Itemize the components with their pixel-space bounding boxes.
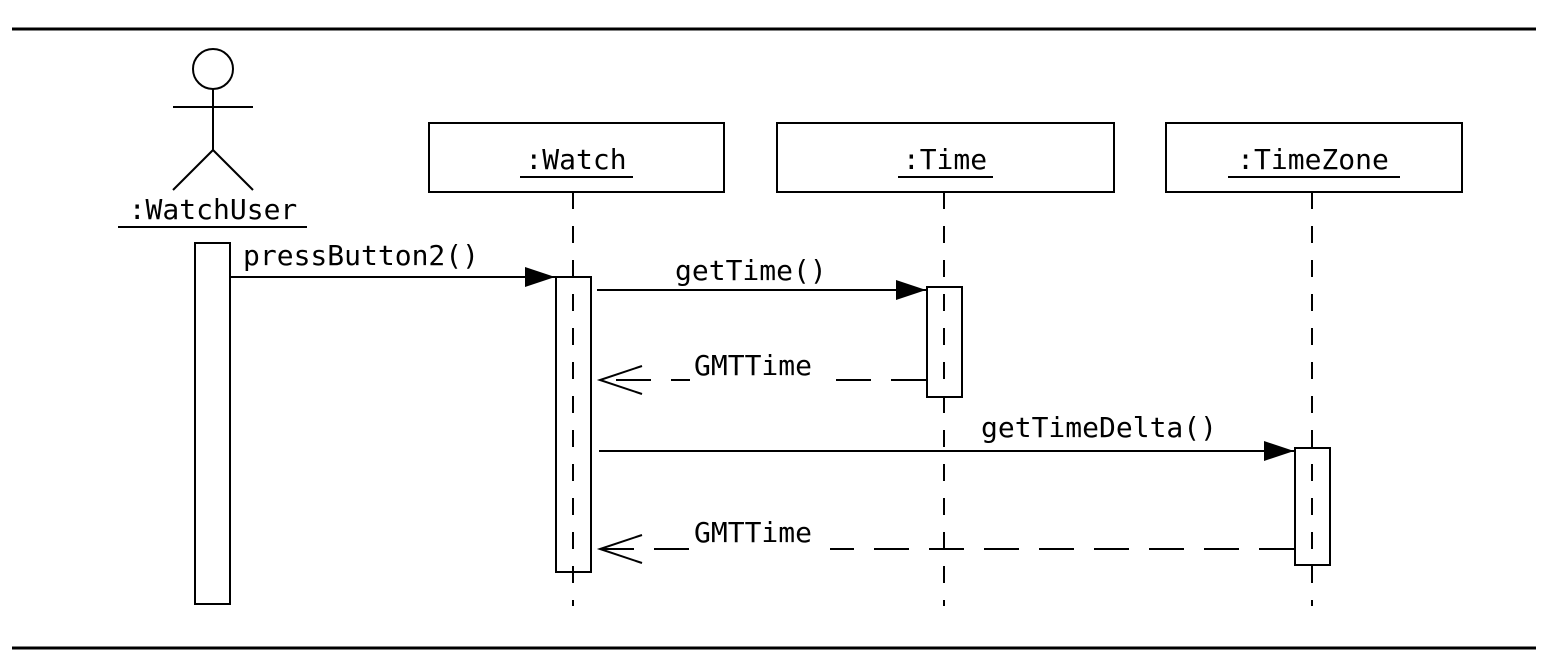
object-label-time: :Time [903, 143, 987, 176]
return-arrowhead-2-icon [596, 534, 643, 564]
object-box-timezone [1165, 122, 1463, 193]
message-label-pressbutton2: pressButton2() [243, 239, 479, 272]
object-label-watch: :Watch [525, 143, 626, 176]
actor-activation [194, 242, 231, 605]
return-arrowhead-1-icon [596, 365, 643, 395]
actor-label: :WatchUser [129, 193, 298, 226]
object-box-watch [428, 122, 725, 193]
object-label-timezone: :TimeZone [1237, 143, 1389, 176]
activation-watch [555, 276, 592, 573]
activation-timezone [1294, 447, 1331, 566]
message-label-gettime: getTime() [675, 254, 827, 287]
return-label-bg-1 [690, 355, 830, 388]
return-label-gmttime-1: GMTTime [694, 349, 812, 382]
return-label-gmttime-2: GMTTime [694, 516, 812, 549]
object-box-time [776, 122, 1115, 193]
return-label-bg-2 [690, 520, 830, 553]
actor-figure-icon [172, 48, 254, 191]
message-label-gettimedelta: getTimeDelta() [981, 411, 1217, 444]
activation-time [926, 286, 963, 398]
